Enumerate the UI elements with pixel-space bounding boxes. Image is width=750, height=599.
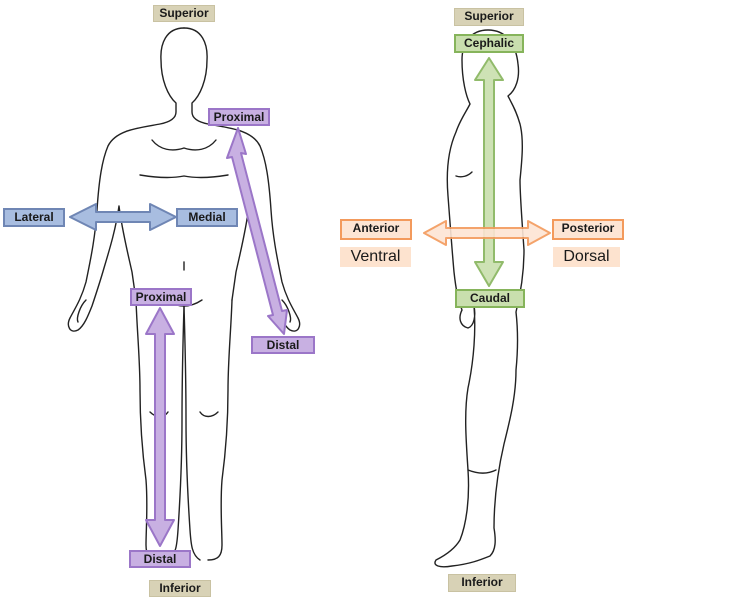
- leg-distal-label: Distal: [129, 550, 191, 568]
- posterior-label: Posterior: [552, 219, 624, 240]
- arm-distal-label: Distal: [251, 336, 315, 354]
- anterior-superior-label: Superior: [153, 5, 215, 22]
- lateral-body-outline: [434, 29, 525, 568]
- leg-proximal-distal-arrow: [145, 307, 175, 547]
- dorsal-label: Dorsal: [553, 247, 620, 267]
- lateral-inferior-label: Inferior: [448, 574, 516, 592]
- anterior-posterior-arrow: [423, 220, 551, 246]
- ventral-label: Ventral: [340, 247, 411, 267]
- medial-label: Medial: [176, 208, 238, 227]
- anterior-inferior-label: Inferior: [149, 580, 211, 597]
- lateral-label: Lateral: [3, 208, 65, 227]
- anterior-label: Anterior: [340, 219, 412, 240]
- lateral-superior-label: Superior: [454, 8, 524, 26]
- caudal-label: Caudal: [455, 289, 525, 308]
- arm-proximal-distal-arrow: [226, 127, 288, 335]
- lateral-medial-arrow: [69, 203, 177, 231]
- leg-proximal-label: Proximal: [130, 288, 192, 306]
- cephalic-caudal-arrow: [474, 57, 504, 287]
- cephalic-label: Cephalic: [454, 34, 524, 53]
- arm-proximal-label: Proximal: [208, 108, 270, 126]
